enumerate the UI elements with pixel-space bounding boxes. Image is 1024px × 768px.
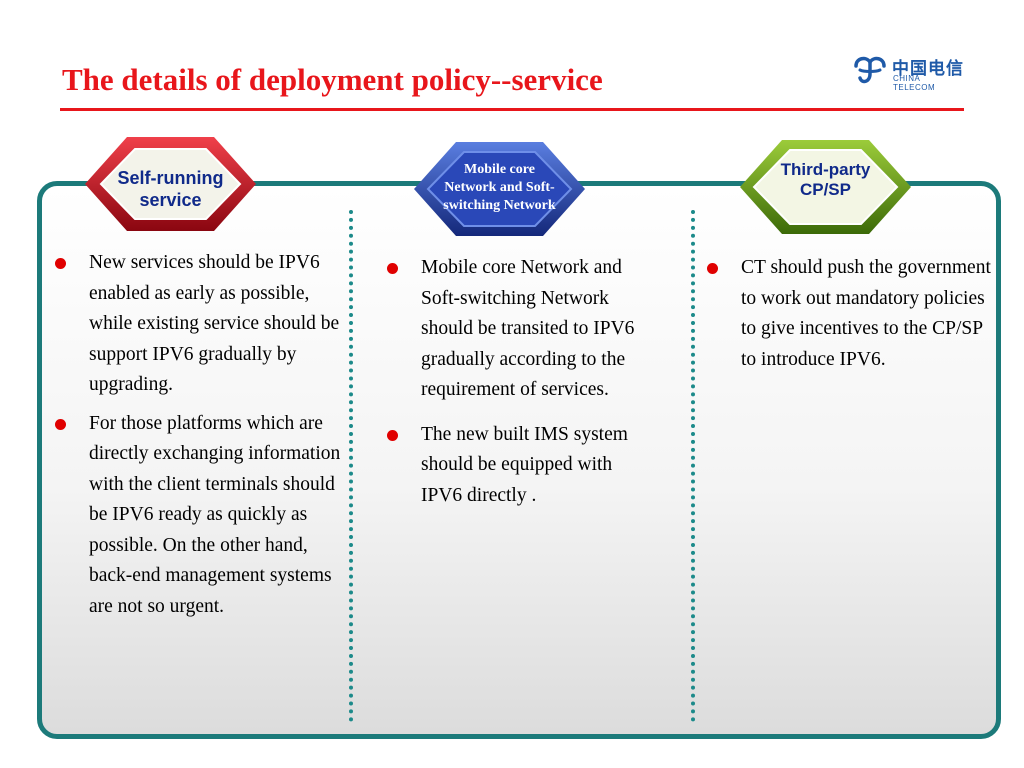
bullet-item: For those platforms which are directly e… bbox=[55, 409, 347, 623]
title-underline bbox=[60, 108, 964, 111]
bullet-item: New services should be IPV6 enabled as e… bbox=[55, 248, 347, 401]
category-label-line: CP/SP bbox=[799, 180, 851, 199]
category-label-line: Third-party bbox=[780, 159, 871, 179]
bullet-dot-icon bbox=[55, 418, 66, 430]
logo-english-text: CHINA TELECOM bbox=[893, 74, 936, 92]
hexagon-shape bbox=[414, 142, 585, 236]
column-third-party-bullets: CT should push the government to work ou… bbox=[707, 253, 991, 383]
bullet-text: Mobile core Network and Soft-switching N… bbox=[421, 257, 635, 400]
logo-chinese-text: 中国电信 bbox=[892, 59, 964, 79]
category-label-line: switching Network bbox=[443, 198, 556, 214]
column-divider-right bbox=[691, 210, 695, 722]
china-telecom-logo-icon bbox=[854, 56, 886, 84]
category-label-line: Self-running bbox=[117, 168, 224, 189]
bullet-dot-icon bbox=[55, 258, 66, 269]
bullet-text: The new built IMS system should be equip… bbox=[421, 423, 628, 506]
hexagon-shape bbox=[85, 137, 256, 231]
bullet-text: For those platforms which are directly e… bbox=[89, 412, 341, 617]
hexagon-shape bbox=[740, 140, 911, 234]
category-label-line: service bbox=[139, 190, 202, 210]
bullet-text: New services should be IPV6 enabled as e… bbox=[89, 252, 340, 395]
bullet-dot-icon bbox=[387, 263, 398, 274]
bullet-dot-icon bbox=[387, 429, 398, 441]
china-telecom-logo: 中国电信 CHINA TELECOM bbox=[852, 50, 964, 92]
column-self-running-bullets: New services should be IPV6 enabled as e… bbox=[55, 248, 347, 630]
bullet-text: CT should push the government to work ou… bbox=[741, 257, 991, 370]
category-label-line: Mobile core bbox=[464, 161, 535, 177]
bullet-item: The new built IMS system should be equip… bbox=[387, 420, 649, 512]
bullet-item: Mobile core Network and Soft-switching N… bbox=[387, 253, 649, 406]
category-label-line: Network and Soft- bbox=[444, 179, 555, 195]
column-divider-left bbox=[349, 210, 353, 722]
content-panel bbox=[37, 181, 1001, 739]
bullet-dot-icon bbox=[707, 263, 718, 274]
bullet-item: CT should push the government to work ou… bbox=[707, 253, 991, 375]
column-mobile-core-bullets: Mobile core Network and Soft-switching N… bbox=[387, 253, 649, 519]
slide-title: The details of deployment policy--servic… bbox=[62, 62, 603, 97]
